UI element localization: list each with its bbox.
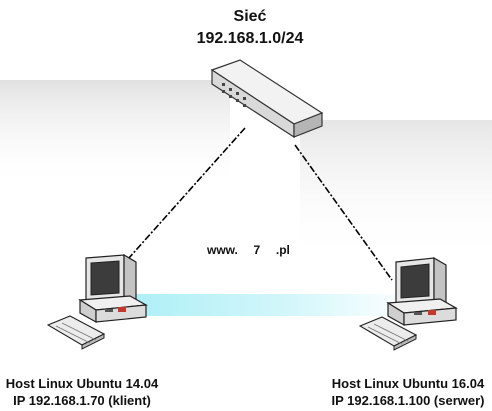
keyboard-icon: [46, 315, 106, 350]
desktop-computer-icon: [78, 253, 148, 324]
network-title: Sieć: [233, 8, 267, 25]
desktop-computer-icon: [386, 256, 458, 327]
network-switch-icon: [210, 59, 324, 139]
watermark-prefix: www.: [207, 243, 238, 257]
background-shading-right: [300, 120, 492, 260]
host-label-client: Host Linux Ubuntu 14.04 IP 192.168.1.70 …: [0, 375, 172, 409]
host-ip: IP 192.168.1.100 (serwer): [331, 393, 485, 408]
keyboard-icon: [358, 316, 418, 351]
cyan-link-glow: [120, 294, 400, 316]
watermark-middle: 7: [253, 243, 261, 257]
host-os: Host Linux Ubuntu 16.04: [331, 376, 485, 391]
link-switch-to-left-host: [119, 127, 246, 269]
host-label-server: Host Linux Ubuntu 16.04 IP 192.168.1.100…: [318, 375, 492, 409]
watermark: www. 7 .pl: [207, 243, 290, 257]
host-os: Host Linux Ubuntu 14.04: [5, 376, 159, 391]
watermark-suffix: .pl: [275, 243, 290, 257]
link-switch-to-right-host: [294, 144, 393, 281]
network-address: 192.168.1.0/24: [196, 30, 304, 47]
host-ip: IP 192.168.1.70 (klient): [13, 393, 151, 408]
background-shading: [0, 80, 230, 190]
